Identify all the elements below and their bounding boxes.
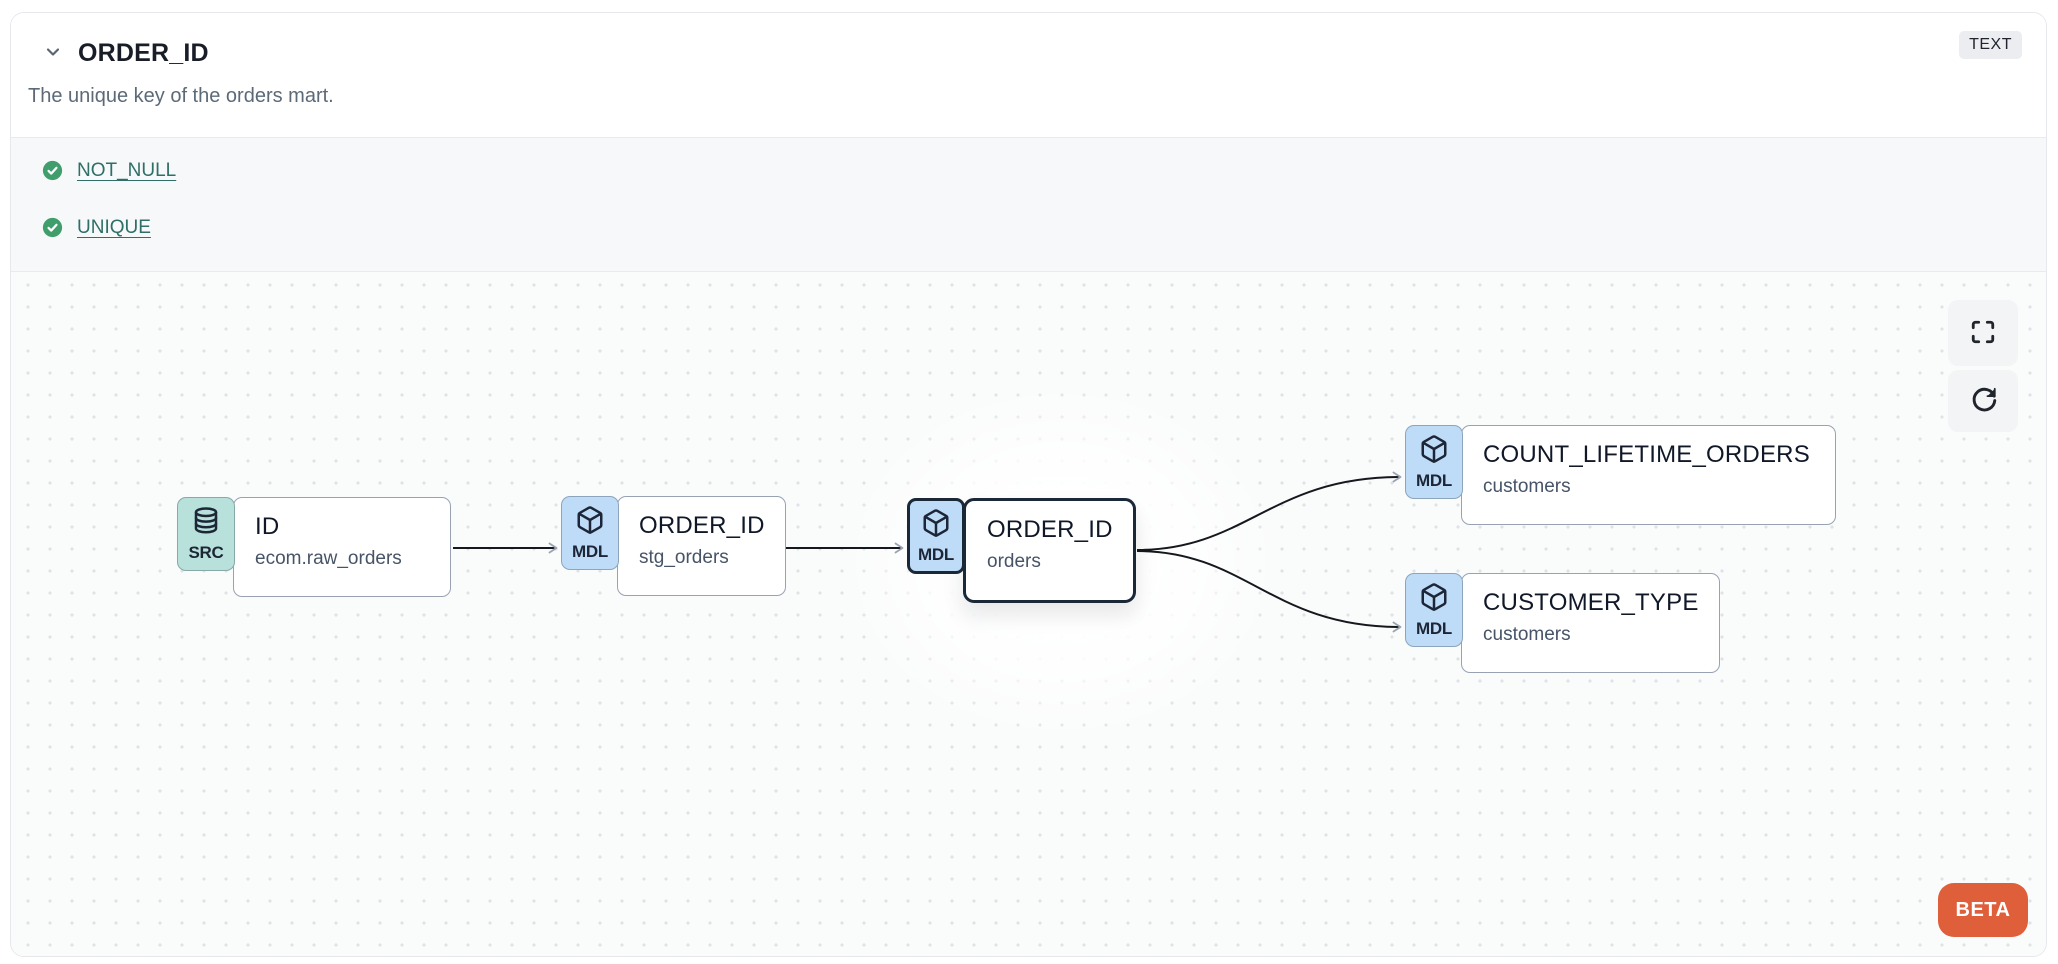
node-type-chip: MDL	[1405, 425, 1463, 499]
lineage-node-orders-selected[interactable]: MDL ORDER_ID orders	[907, 498, 1136, 603]
column-description: The unique key of the orders mart.	[28, 85, 334, 107]
cube-icon	[575, 505, 605, 540]
node-body: CUSTOMER_TYPE customers	[1461, 573, 1720, 673]
check-circle-icon	[42, 217, 63, 238]
node-subtitle: customers	[1483, 476, 1571, 497]
cube-icon	[1419, 434, 1449, 469]
test-row: NOT_NULL	[42, 160, 2046, 181]
node-type-chip: MDL	[1405, 573, 1463, 647]
node-type-label: MDL	[572, 541, 608, 561]
lineage-node-customer-type[interactable]: MDL CUSTOMER_TYPE customers	[1405, 573, 1720, 673]
node-title: COUNT_LIFETIME_ORDERS	[1483, 441, 1810, 468]
lineage-node-source-id[interactable]: SRC ID ecom.raw_orders	[177, 497, 451, 597]
node-body: ORDER_ID orders	[963, 498, 1136, 603]
tests-section: NOT_NULL UNIQUE	[11, 137, 2046, 272]
chevron-down-icon	[43, 42, 63, 65]
node-type-label: MDL	[918, 544, 954, 564]
beta-badge: BETA	[1938, 883, 2028, 937]
refresh-button[interactable]	[1948, 370, 2018, 432]
node-subtitle: orders	[987, 551, 1041, 572]
fullscreen-button[interactable]	[1948, 300, 2018, 366]
node-title: ID	[255, 513, 280, 540]
column-type-badge: TEXT	[1959, 31, 2022, 59]
column-details-card: ORDER_ID TEXT The unique key of the orde…	[10, 12, 2047, 957]
node-title: ORDER_ID	[987, 516, 1113, 543]
cube-icon	[921, 508, 951, 543]
node-type-chip: SRC	[177, 497, 235, 571]
lineage-node-count-lifetime-orders[interactable]: MDL COUNT_LIFETIME_ORDERS customers	[1405, 425, 1836, 525]
test-link-unique[interactable]: UNIQUE	[77, 216, 151, 238]
test-link-not-null[interactable]: NOT_NULL	[77, 159, 177, 181]
check-circle-icon	[42, 160, 63, 181]
lineage-node-stg-orders[interactable]: MDL ORDER_ID stg_orders	[561, 496, 786, 596]
cube-icon	[1419, 582, 1449, 617]
node-title: CUSTOMER_TYPE	[1483, 589, 1699, 616]
refresh-icon	[1970, 386, 1997, 416]
column-title: ORDER_ID	[78, 39, 209, 67]
node-body: ID ecom.raw_orders	[233, 497, 451, 597]
node-type-chip: MDL	[561, 496, 619, 570]
column-header: ORDER_ID TEXT The unique key of the orde…	[11, 13, 2046, 137]
node-type-label: MDL	[1416, 618, 1452, 638]
node-type-label: MDL	[1416, 470, 1452, 490]
fullscreen-icon	[1970, 319, 1996, 348]
node-subtitle: ecom.raw_orders	[255, 548, 402, 569]
collapse-toggle-button[interactable]	[40, 41, 66, 67]
node-type-label: SRC	[188, 542, 224, 562]
test-row: UNIQUE	[42, 217, 2046, 238]
node-body: ORDER_ID stg_orders	[617, 496, 786, 596]
node-subtitle: stg_orders	[639, 547, 729, 568]
node-title: ORDER_ID	[639, 512, 765, 539]
lineage-canvas[interactable]: SRC ID ecom.raw_orders MDL ORDER_ID stg_…	[11, 272, 2046, 956]
node-subtitle: customers	[1483, 624, 1571, 645]
node-type-chip: MDL	[907, 498, 965, 574]
node-body: COUNT_LIFETIME_ORDERS customers	[1461, 425, 1836, 525]
database-icon	[191, 506, 221, 541]
